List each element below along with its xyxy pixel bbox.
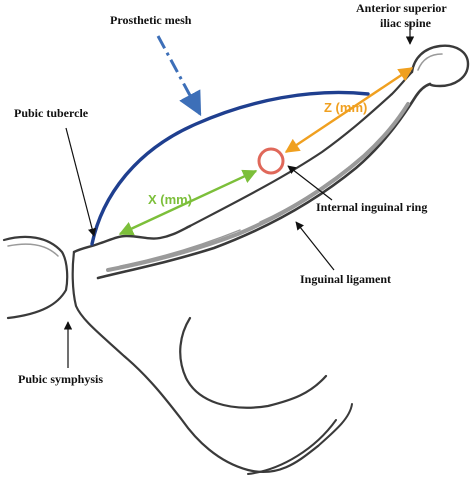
left-pubic-bone	[2, 235, 69, 320]
prosthetic-mesh-pointer	[156, 35, 202, 117]
anterior-superior-label-line1: Anterior superior	[356, 1, 447, 15]
prosthetic-mesh-arc	[90, 90, 370, 246]
internal-inguinal-ring-pointer	[287, 165, 333, 201]
anterior-superior-iliac-spine	[410, 44, 470, 88]
internal-inguinal-ring-label: Internal inguinal ring	[316, 200, 427, 214]
asis-shading	[417, 53, 443, 71]
ramus-curve-outer	[317, 403, 353, 447]
inguinal-ligament-label: Inguinal ligament	[300, 272, 391, 286]
anterior-superior-label-line2: iliac spine	[380, 16, 432, 30]
x-measure-arrow	[118, 169, 258, 236]
internal-inguinal-ring	[257, 147, 285, 175]
pubic-symphysis-label: Pubic symphysis	[18, 372, 103, 386]
pubic-tubercle-pointer	[65, 127, 97, 237]
ligament-hatching	[119, 157, 361, 267]
obturator-arc-inner	[179, 316, 328, 409]
ramus-curve-lower	[247, 419, 337, 475]
inguinal-ligament-lower	[96, 82, 432, 280]
pubic-crest	[72, 224, 192, 254]
z-measure-label: Z (mm)	[324, 100, 367, 115]
inguinal-ligament-pointer	[295, 221, 335, 271]
left-pubic-bone-shading	[7, 243, 59, 257]
inguinal-ligament-shading	[106, 102, 410, 272]
pubic-tubercle-label: Pubic tubercle	[14, 106, 89, 120]
prosthetic-mesh-label: Prosthetic mesh	[110, 13, 192, 27]
x-measure-label: X (mm)	[148, 192, 192, 207]
pubic-symphysis-edge	[71, 250, 320, 474]
z-measure-arrow	[284, 67, 414, 153]
